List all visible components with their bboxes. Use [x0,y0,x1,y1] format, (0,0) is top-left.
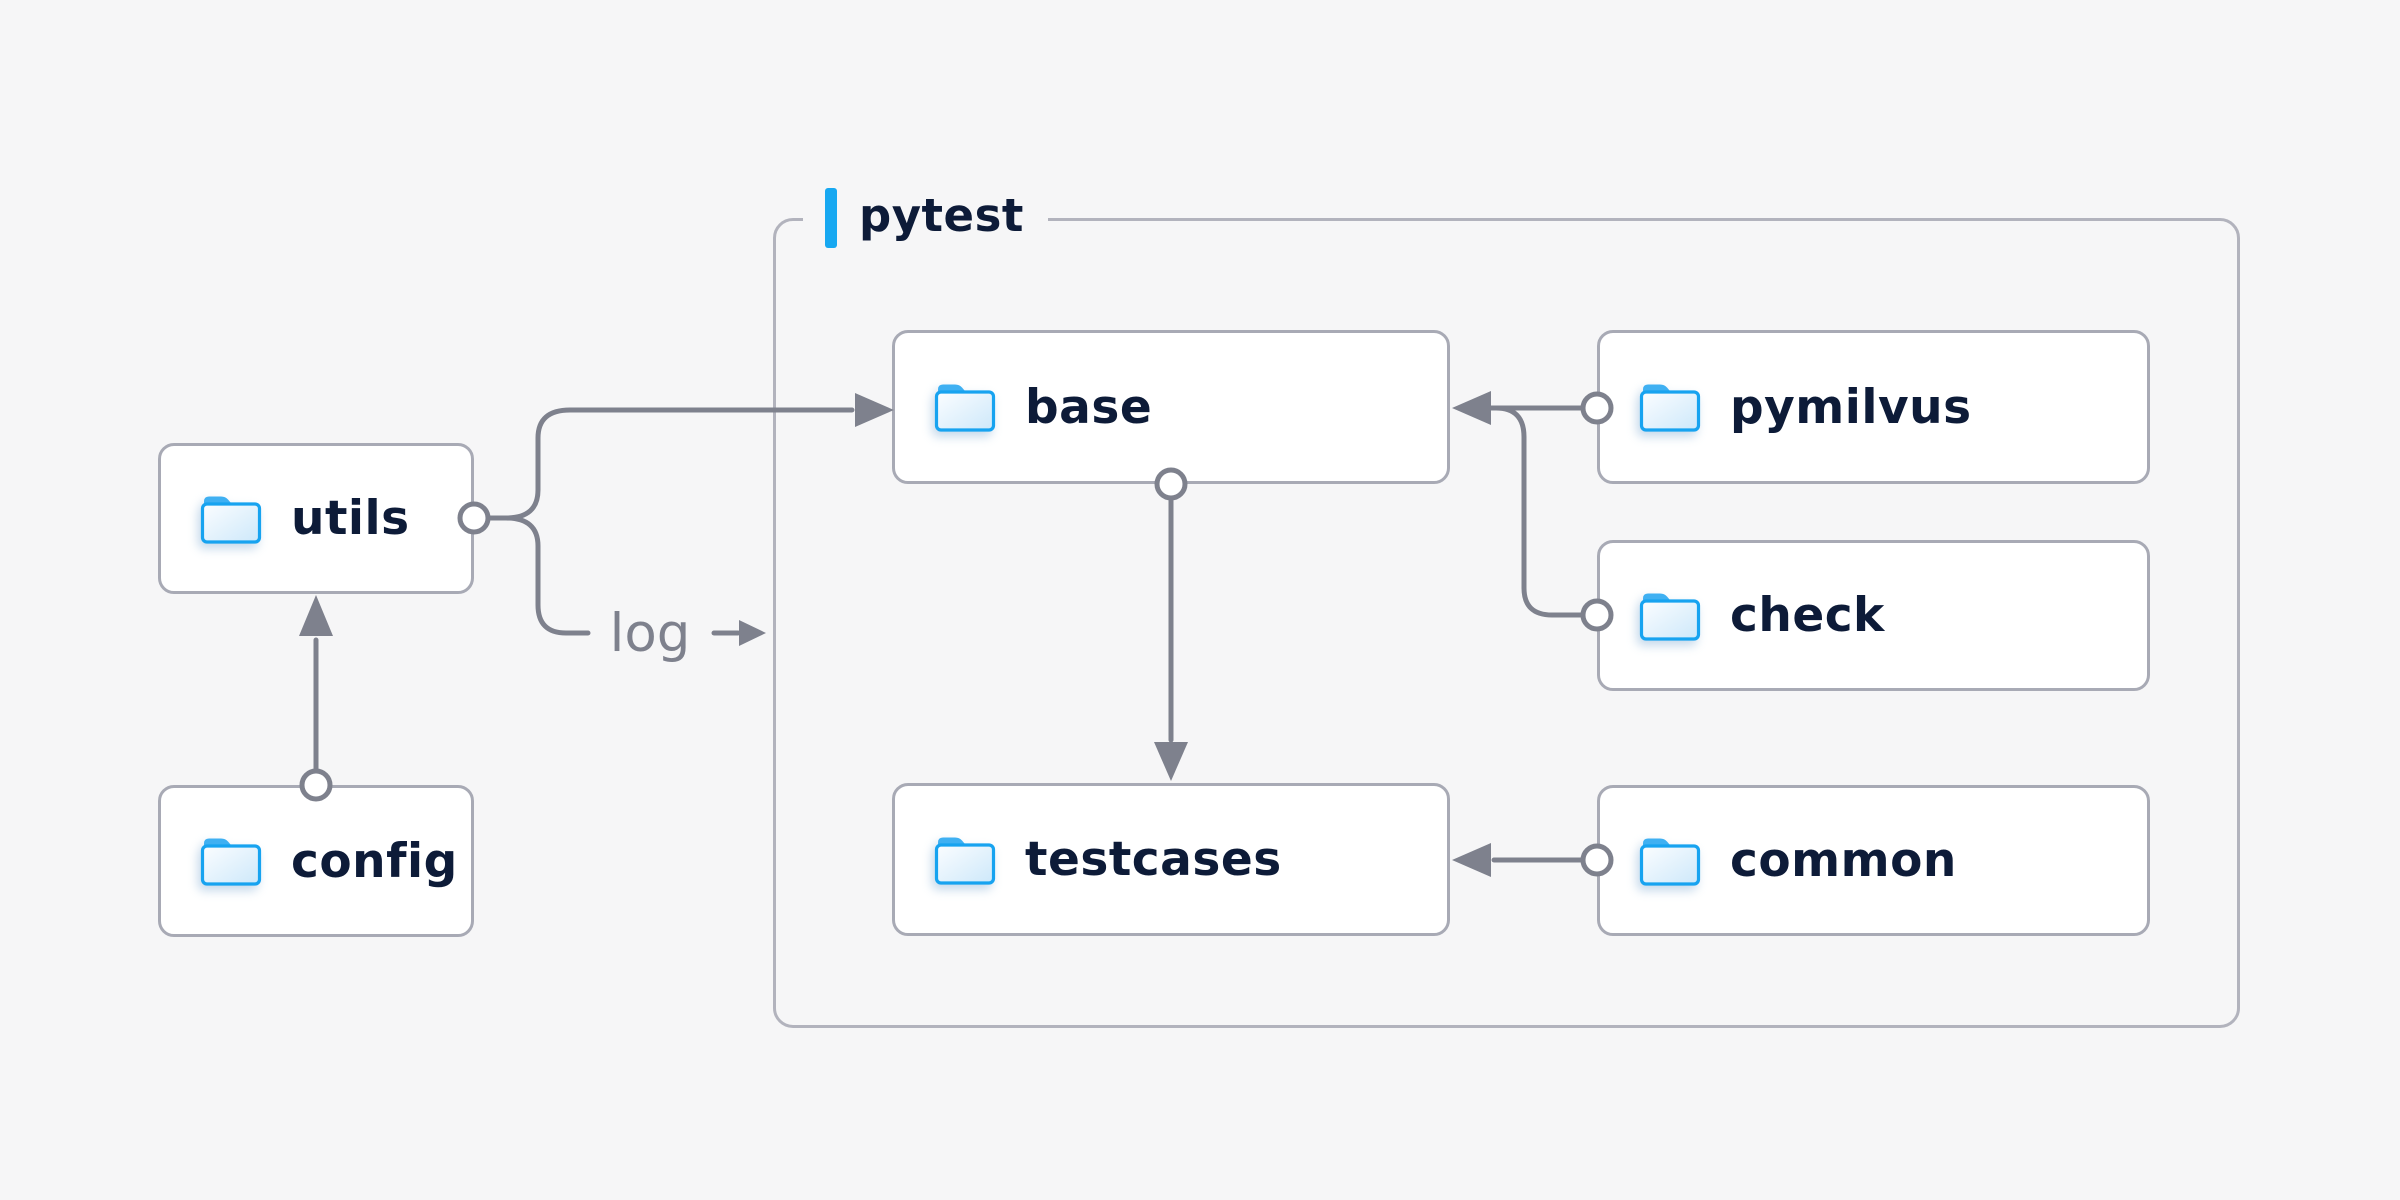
node-common: common [1597,785,2150,936]
node-label: config [291,833,458,889]
pytest-container-label: pytest [803,181,1048,255]
accent-bar [825,188,837,248]
folder-icon [200,496,262,544]
node-utils: utils [158,443,474,594]
edge-utils-log [486,515,591,636]
node-check: check [1597,540,2150,691]
folder-icon [934,384,996,432]
node-label: pymilvus [1730,379,1972,435]
folder-icon [1639,838,1701,886]
node-label: base [1025,379,1153,435]
folder-icon [1639,384,1701,432]
node-pymilvus: pymilvus [1597,330,2150,484]
folder-icon [1639,593,1701,641]
node-testcases: testcases [892,783,1450,936]
node-label: check [1730,588,1885,643]
node-label: common [1730,833,1957,888]
folder-icon [200,838,262,886]
arrowhead-into-utils [299,595,333,636]
folder-icon [934,837,996,885]
pytest-container [773,218,2240,1028]
node-label: utils [291,491,410,546]
edge-label-log: log [609,602,691,664]
node-base: base [892,330,1450,484]
arrowhead-log [739,620,766,646]
node-label: testcases [1025,832,1282,887]
pytest-label-text: pytest [859,188,1024,242]
node-config: config [158,785,474,937]
